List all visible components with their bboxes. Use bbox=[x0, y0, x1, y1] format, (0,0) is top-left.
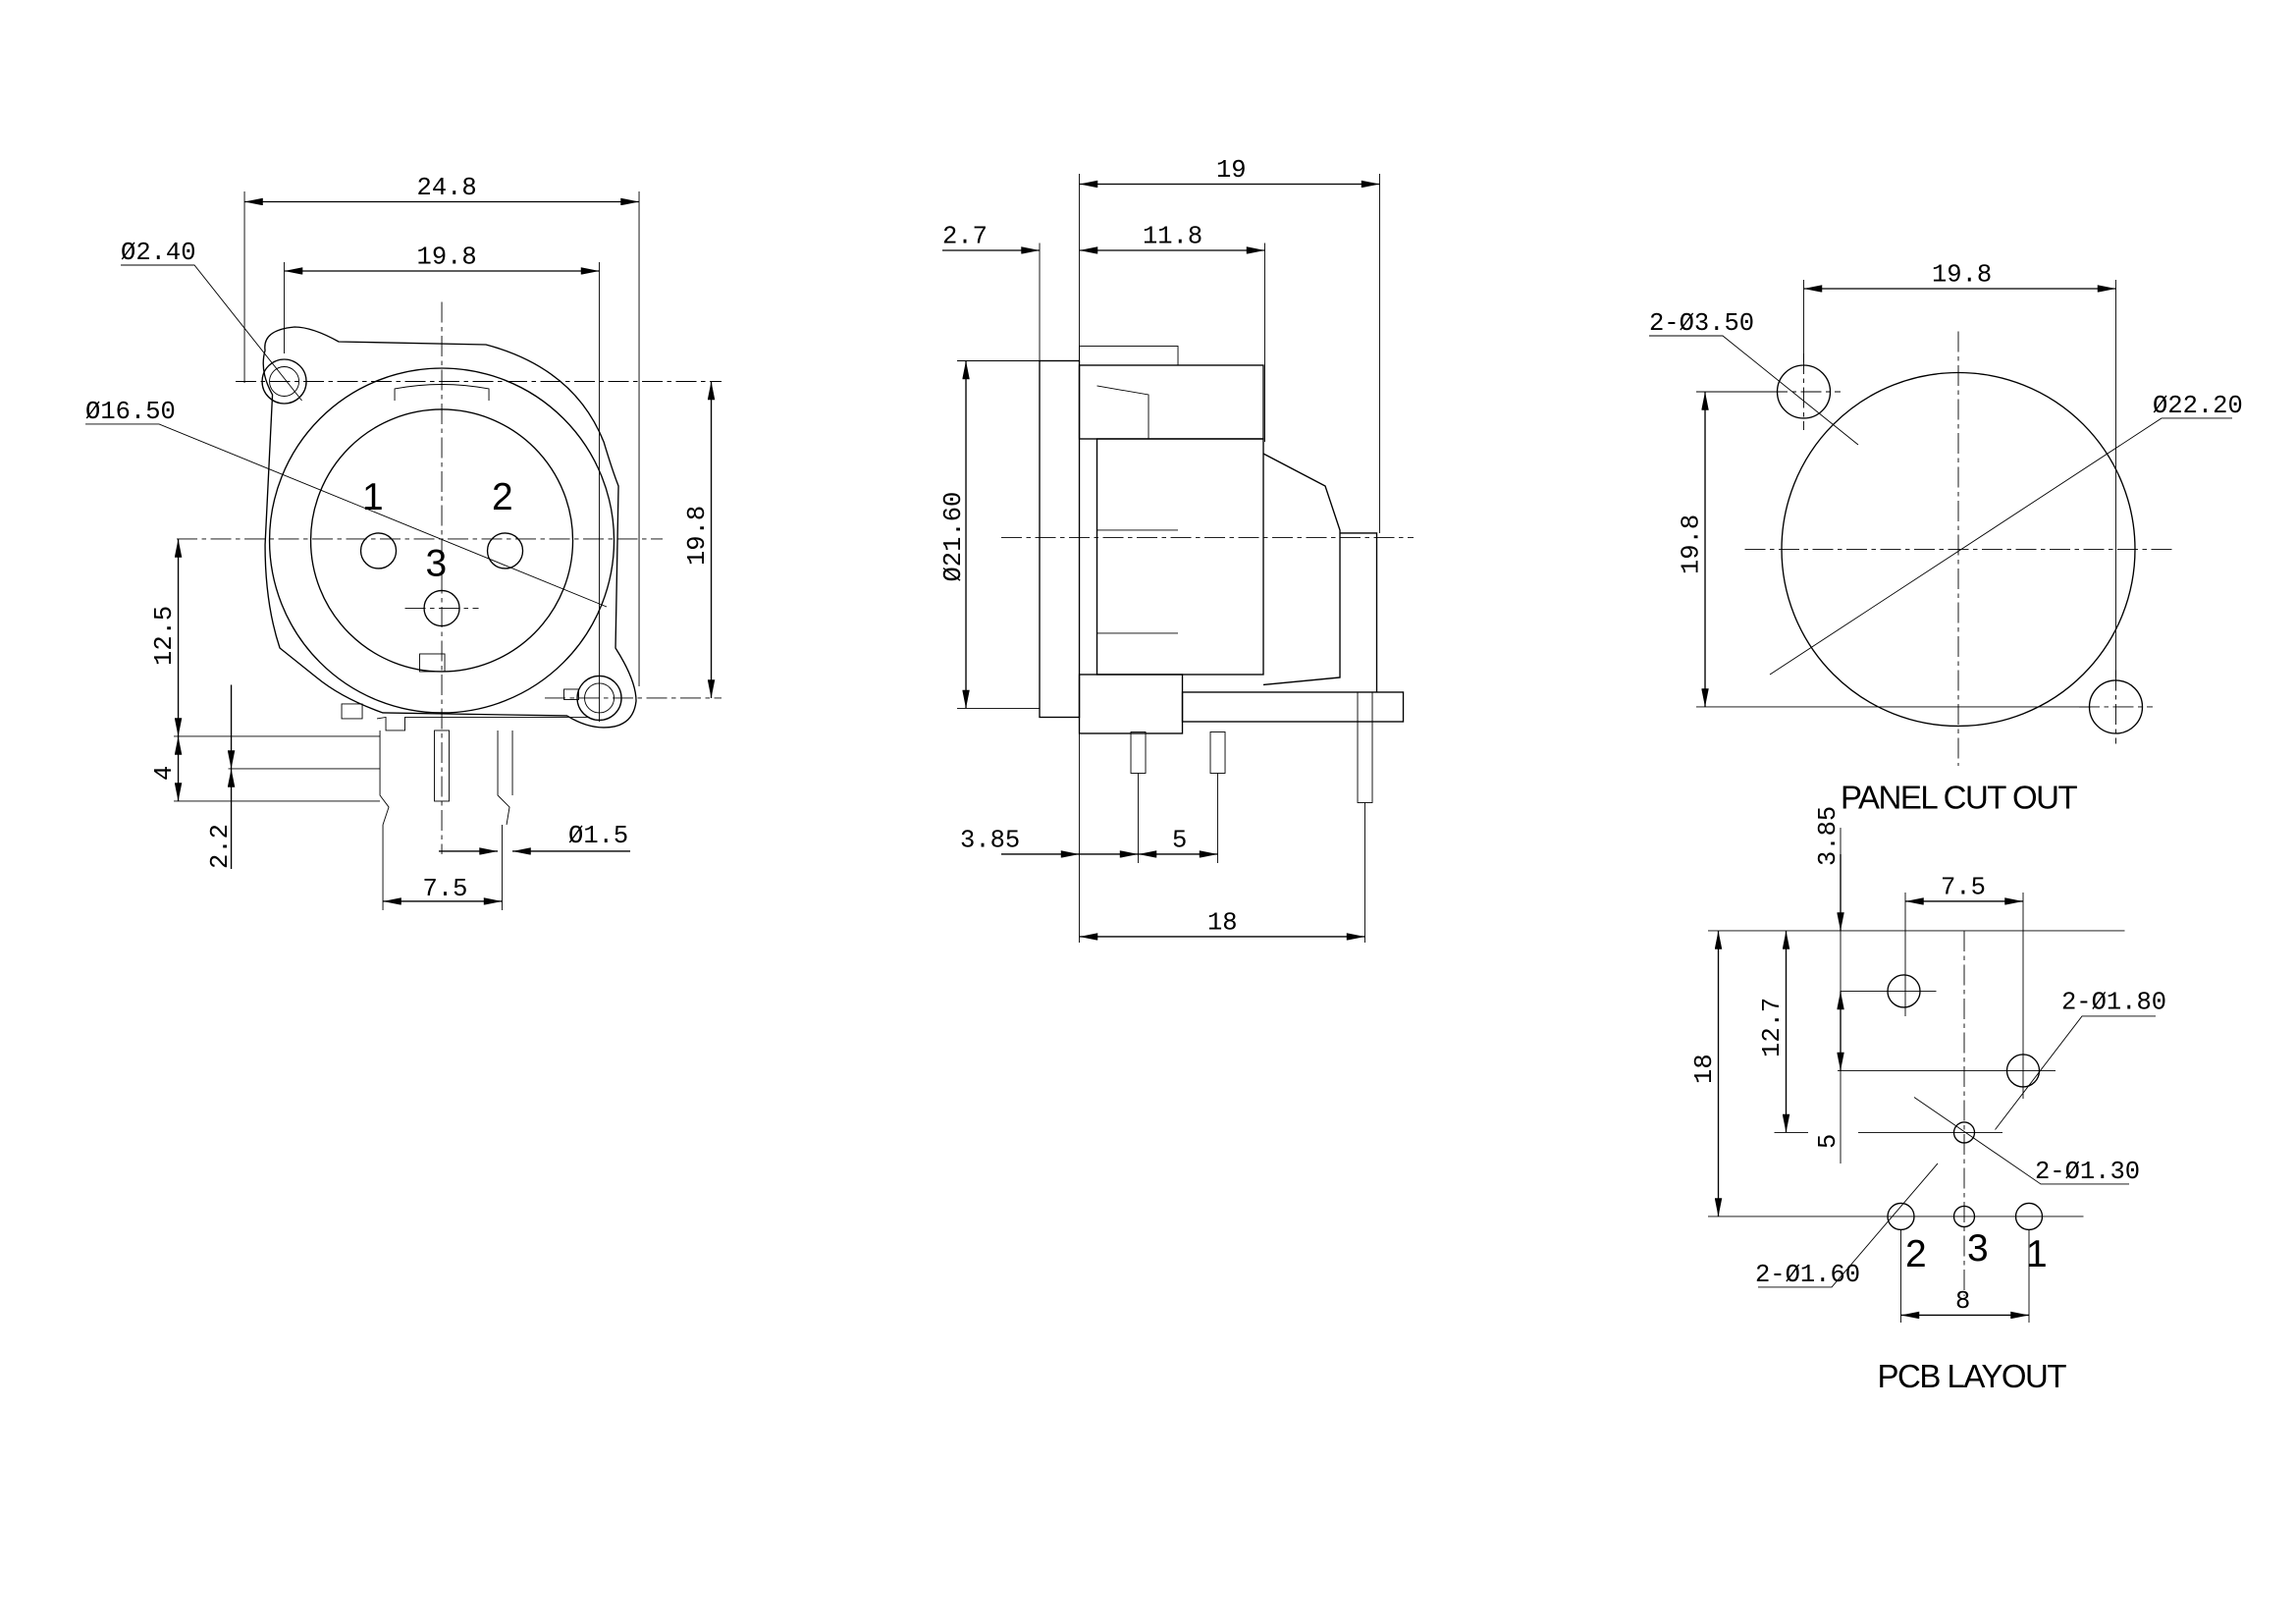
pcb-dim-offset: 3.85 bbox=[1814, 806, 1842, 866]
pin-label-3: 3 bbox=[426, 542, 448, 584]
side-view: 19 2.7 11.8 Ø21.60 3.85 5 18 bbox=[939, 156, 1415, 943]
dim-insert-dia: Ø16.50 bbox=[85, 398, 176, 426]
dim-hole-spacing: 19.8 bbox=[417, 243, 477, 271]
pcb-dim-hole-160: 2-Ø1.60 bbox=[1755, 1261, 1860, 1289]
pcb-dim-pin-row: 8 bbox=[1955, 1287, 1970, 1316]
pcb-dim-height: 12.7 bbox=[1758, 998, 1787, 1057]
cutout-dim-hole-spacing-vertical: 19.8 bbox=[1678, 514, 1706, 574]
cutout-dim-hole-spacing: 19.8 bbox=[1932, 260, 1992, 289]
pin-1 bbox=[359, 532, 398, 569]
front-view: 1 2 3 24.8 19.8 Ø2.40 Ø16.50 19.8 12.5 bbox=[85, 174, 722, 910]
dim-pin-length: 2.2 bbox=[206, 824, 235, 869]
dim-mount-hole-dia: Ø2.40 bbox=[121, 239, 195, 267]
pcb-layout-view: 7.5 18 12.7 3.85 5 2-Ø1.80 2-Ø1.30 2-Ø1.… bbox=[1690, 806, 2166, 1394]
pcb-pin-label-1: 1 bbox=[2026, 1233, 2048, 1275]
panel-cutout-view: 19.8 2-Ø3.50 Ø22.20 19.8 PANEL CUT OUT bbox=[1649, 260, 2243, 815]
pin-2 bbox=[486, 532, 524, 569]
dim-flange-dia: Ø21.60 bbox=[939, 492, 968, 582]
pcb-hole bbox=[1952, 1121, 1976, 1144]
dim-body-depth: 11.8 bbox=[1143, 222, 1202, 250]
dim-overall-depth: 19 bbox=[1216, 156, 1247, 185]
pin-label-1: 1 bbox=[362, 476, 384, 518]
flange-outline bbox=[262, 326, 637, 729]
panel-cutout-title: PANEL CUT OUT bbox=[1841, 779, 2077, 815]
pcb-dim-spacing-top: 7.5 bbox=[1941, 873, 1986, 901]
dim-center-height: 12.5 bbox=[150, 606, 179, 666]
dim-flange-thickness: 2.7 bbox=[942, 222, 988, 250]
cutout-dim-hole-dia: 2-Ø3.50 bbox=[1649, 309, 1754, 338]
dim-base-depth: 18 bbox=[1207, 908, 1238, 937]
pcb-dim-hole-180: 2-Ø1.80 bbox=[2061, 988, 2166, 1016]
pcb-pin-label-3: 3 bbox=[1967, 1227, 1989, 1270]
dim-overall-width: 24.8 bbox=[417, 174, 477, 202]
pcb-layout-title: PCB LAYOUT bbox=[1878, 1358, 2067, 1394]
pin-label-2: 2 bbox=[492, 476, 513, 518]
panel-flange bbox=[1039, 359, 1081, 719]
dim-pin-pitch: 5 bbox=[1172, 826, 1187, 854]
dim-first-pin-offset: 3.85 bbox=[960, 826, 1020, 854]
pcb-dim-hole-130: 2-Ø1.30 bbox=[2035, 1158, 2140, 1186]
dim-pin-spacing: 7.5 bbox=[423, 875, 468, 903]
pcb-hole bbox=[1952, 1205, 1976, 1228]
dim-pin-dia: Ø1.5 bbox=[568, 822, 628, 850]
dim-hole-spacing-vertical: 19.8 bbox=[683, 506, 712, 566]
pcb-pin-label-2: 2 bbox=[1905, 1233, 1927, 1275]
pcb-dim-total: 18 bbox=[1690, 1054, 1719, 1084]
pcb-dim-small-offset: 5 bbox=[1814, 1134, 1842, 1149]
cutout-dim-dia: Ø22.20 bbox=[2153, 392, 2243, 420]
dim-pin-offset: 4 bbox=[150, 766, 179, 781]
